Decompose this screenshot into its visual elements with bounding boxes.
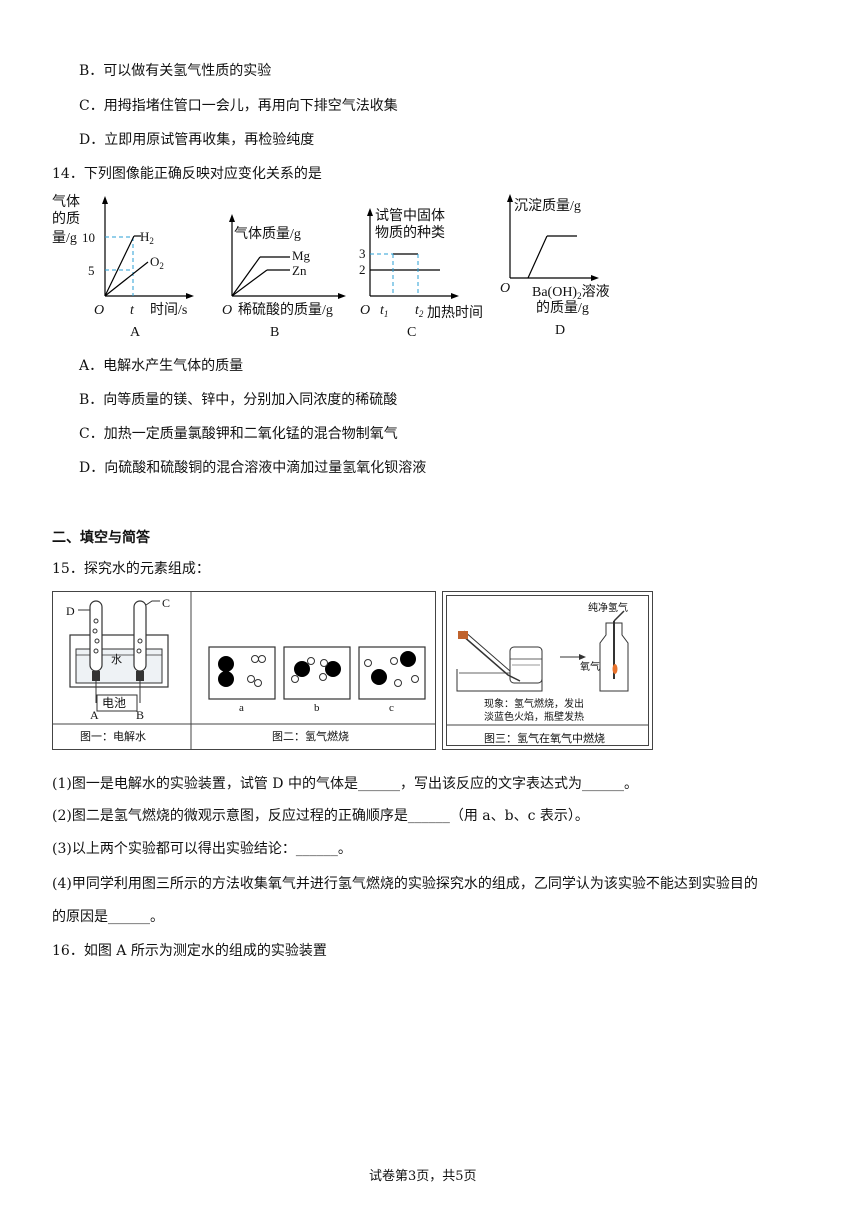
graph-a-xlabel: 时间/s: [150, 302, 187, 318]
q14-option-c: C．加热一定质量氯酸钾和二氧化锰的混合物制氧气: [79, 426, 398, 442]
graph-c-ylabel-2: 物质的种类: [375, 225, 445, 241]
fig1-water: 水: [111, 653, 122, 666]
graph-d-origin: O: [500, 281, 510, 296]
q14-option-d: D．向硫酸和硫酸铜的混合溶液中滴加过量氢氧化钡溶液: [79, 460, 427, 476]
q15-sub-4-cont: 的原因是______。: [52, 909, 164, 925]
graph-a-ylabel-3: 量/g: [52, 230, 77, 246]
graph-a: 气体 的质 量/g 10 5 H2 O2 O t 时间/s A: [52, 194, 194, 340]
graph-c-xlabel: 加热时间: [427, 305, 483, 321]
fig3-note-2: 淡蓝色火焰，瓶壁发热: [484, 710, 584, 723]
page-footer: 试卷第3页，共5页: [369, 1169, 477, 1184]
graph-a-caption: A: [130, 325, 141, 340]
fig1-caption: 图一：电解水: [80, 729, 146, 743]
graph-b-origin: O: [222, 303, 232, 318]
graph-c-t2: t2: [415, 303, 424, 319]
graph-d-xlabel-1: Ba(OH)2溶液: [532, 284, 610, 301]
q14-stem: 14．下列图像能正确反映对应变化关系的是: [52, 166, 322, 182]
graph-c-tick-3: 3: [359, 246, 366, 261]
fig3-caption: 图三：氢气在氧气中燃烧: [484, 731, 605, 745]
q14-option-b: B．向等质量的镁、锌中，分别加入同浓度的稀硫酸: [79, 392, 398, 408]
graph-d-xlabel-2: 的质量/g: [536, 300, 589, 316]
fig2-label-b: b: [314, 702, 320, 714]
fig3-box: 纯净氢气 氧气 现象：氢气燃烧，发出 淡蓝色火焰，瓶壁发热 图三：氢气在氧气中燃…: [442, 591, 653, 750]
q15-sub-3: (3)以上两个实验都可以得出实验结论：______。: [52, 841, 352, 857]
fig1-label-c: C: [162, 596, 170, 610]
graph-a-h2-label: H2: [140, 229, 154, 246]
fig1-battery: 电池: [102, 696, 126, 710]
graph-d-caption: D: [555, 323, 565, 338]
q14-option-a: A．电解水产生气体的质量: [79, 358, 244, 374]
graph-a-ylabel-1: 气体: [52, 194, 80, 210]
fig1-label-a: A: [90, 708, 99, 722]
fig2-micro: a b c 图二：氢气燃烧: [208, 646, 426, 743]
graph-c: 试管中固体 物质的种类 3 2 O t1 t2 加热时间 C: [359, 208, 483, 340]
q15-stem: 15．探究水的元素组成：: [52, 561, 210, 577]
graph-a-tick-10: 10: [82, 230, 95, 245]
graph-b-mg-label: Mg: [292, 248, 311, 263]
fig3-pure-h2: 纯净氢气: [588, 601, 628, 614]
graph-a-tick-5: 5: [88, 263, 95, 278]
graph-b-zn-label: Zn: [292, 263, 307, 278]
graph-b-caption: B: [270, 325, 279, 340]
fig3-oxygen: 氧气: [580, 660, 600, 673]
fig2-label-c: c: [389, 702, 394, 714]
graph-a-t: t: [130, 303, 135, 318]
graph-a-o2-label: O2: [150, 254, 164, 271]
q15-sub-1: (1)图一是电解水的实验装置，试管 D 中的气体是______，写出该反应的文字…: [52, 776, 638, 792]
q15-sub-2: (2)图二是氢气燃烧的微观示意图，反应过程的正确顺序是______（用 a、b、…: [52, 808, 589, 824]
graph-d: 沉淀质量/g O Ba(OH)2溶液 的质量/g D: [500, 194, 610, 338]
graph-c-ylabel-1: 试管中固体: [375, 208, 445, 224]
fig3-note-1: 现象：氢气燃烧，发出: [484, 697, 584, 710]
fig1-label-b: B: [136, 708, 144, 722]
graph-c-origin: O: [360, 303, 370, 318]
graph-c-tick-2: 2: [359, 262, 366, 277]
graph-c-caption: C: [407, 325, 416, 340]
section-heading: 二、填空与简答: [52, 530, 150, 546]
fig2-caption: 图二：氢气燃烧: [272, 729, 349, 743]
graph-d-ylabel: 沉淀质量/g: [514, 198, 581, 214]
q16-stem: 16．如图 A 所示为测定水的组成的实验装置: [52, 943, 327, 959]
q15-sub-4: (4)甲同学利用图三所示的方法收集氧气并进行氢气燃烧的实验探究水的组成，乙同学认…: [52, 876, 758, 892]
graph-b-ylabel: 气体质量/g: [234, 226, 301, 242]
graph-a-ylabel-2: 的质: [52, 211, 80, 227]
fig2-label-a: a: [239, 702, 244, 714]
graph-b: 气体质量/g Mg Zn O 稀硫酸的质量/g B: [222, 214, 346, 340]
graph-b-xlabel: 稀硫酸的质量/g: [238, 302, 333, 318]
graph-a-origin: O: [94, 303, 104, 318]
q15-figures: 电池 水 D C A B 图一：电解水 a b c 图二：氢气燃: [52, 591, 653, 750]
fig1-electrolysis: 电池 水 D C A B 图一：电解水: [66, 596, 170, 743]
graph-c-t1: t1: [380, 303, 388, 319]
q14-graphs: 气体 的质 量/g 10 5 H2 O2 O t 时间/s A 气体质量/g M…: [52, 194, 610, 340]
fig1-label-d: D: [66, 604, 75, 618]
q13-option-c: C．用拇指堵住管口一会儿，再用向下排空气法收集: [79, 98, 398, 114]
q13-option-d: D．立即用原试管再收集，再检验纯度: [79, 132, 315, 148]
q13-option-b: B．可以做有关氢气性质的实验: [79, 63, 272, 79]
